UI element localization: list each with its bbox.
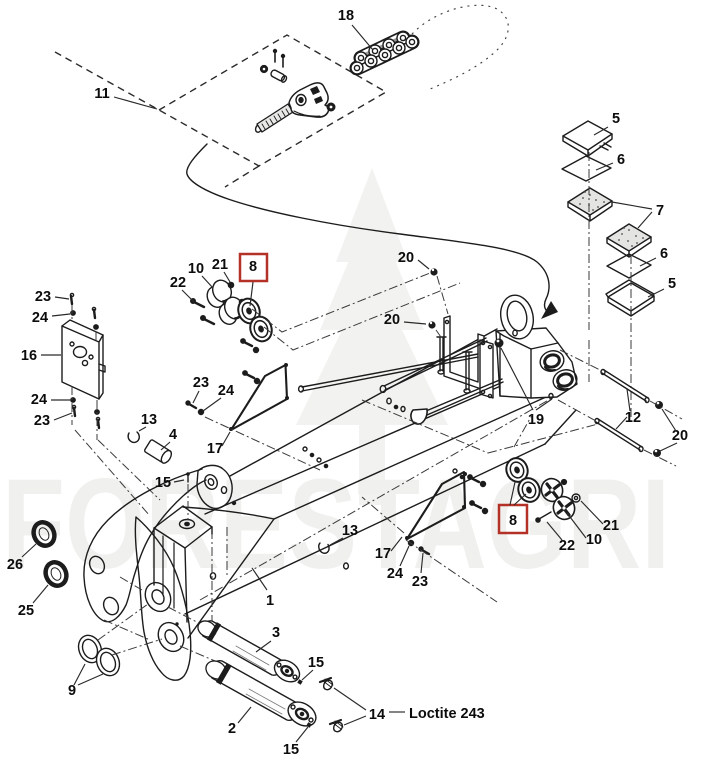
svg-text:15: 15 bbox=[308, 655, 324, 671]
svg-text:13: 13 bbox=[141, 412, 157, 428]
svg-text:Loctite 243: Loctite 243 bbox=[409, 706, 485, 722]
svg-text:10: 10 bbox=[188, 261, 204, 277]
svg-text:23: 23 bbox=[34, 413, 50, 429]
svg-text:17: 17 bbox=[375, 546, 391, 562]
svg-text:19: 19 bbox=[528, 412, 544, 428]
svg-text:23: 23 bbox=[35, 289, 51, 305]
svg-text:5: 5 bbox=[668, 276, 676, 292]
svg-text:22: 22 bbox=[559, 538, 575, 554]
svg-text:15: 15 bbox=[283, 742, 299, 758]
svg-text:24: 24 bbox=[32, 310, 48, 326]
svg-text:11: 11 bbox=[94, 86, 109, 102]
svg-text:20: 20 bbox=[398, 250, 414, 266]
svg-text:20: 20 bbox=[672, 428, 688, 444]
svg-text:22: 22 bbox=[170, 275, 186, 291]
svg-text:21: 21 bbox=[603, 518, 619, 534]
svg-text:6: 6 bbox=[660, 246, 668, 262]
svg-text:2: 2 bbox=[228, 721, 236, 737]
svg-text:12: 12 bbox=[625, 410, 641, 426]
svg-text:5: 5 bbox=[612, 111, 620, 127]
svg-text:23: 23 bbox=[193, 375, 209, 391]
svg-text:26: 26 bbox=[7, 557, 23, 573]
svg-text:FORESTAGRI: FORESTAGRI bbox=[2, 453, 670, 596]
svg-text:24: 24 bbox=[31, 392, 47, 408]
svg-text:14: 14 bbox=[369, 707, 385, 723]
svg-text:1: 1 bbox=[266, 593, 274, 609]
svg-text:7: 7 bbox=[656, 203, 664, 219]
svg-text:18: 18 bbox=[338, 8, 354, 24]
svg-text:20: 20 bbox=[384, 312, 400, 328]
svg-text:25: 25 bbox=[18, 603, 34, 619]
svg-text:16: 16 bbox=[21, 348, 37, 364]
svg-text:4: 4 bbox=[169, 427, 177, 443]
svg-text:23: 23 bbox=[412, 574, 428, 590]
svg-text:10: 10 bbox=[586, 532, 602, 548]
svg-text:17: 17 bbox=[207, 441, 223, 457]
svg-text:21: 21 bbox=[212, 257, 228, 273]
svg-text:24: 24 bbox=[218, 383, 234, 399]
svg-text:3: 3 bbox=[272, 625, 280, 641]
svg-text:15: 15 bbox=[155, 475, 171, 491]
svg-text:9: 9 bbox=[68, 683, 76, 699]
svg-text:24: 24 bbox=[387, 566, 403, 582]
svg-text:6: 6 bbox=[617, 152, 625, 168]
svg-text:13: 13 bbox=[342, 523, 358, 539]
svg-text:8: 8 bbox=[509, 513, 517, 529]
svg-text:8: 8 bbox=[249, 259, 257, 275]
